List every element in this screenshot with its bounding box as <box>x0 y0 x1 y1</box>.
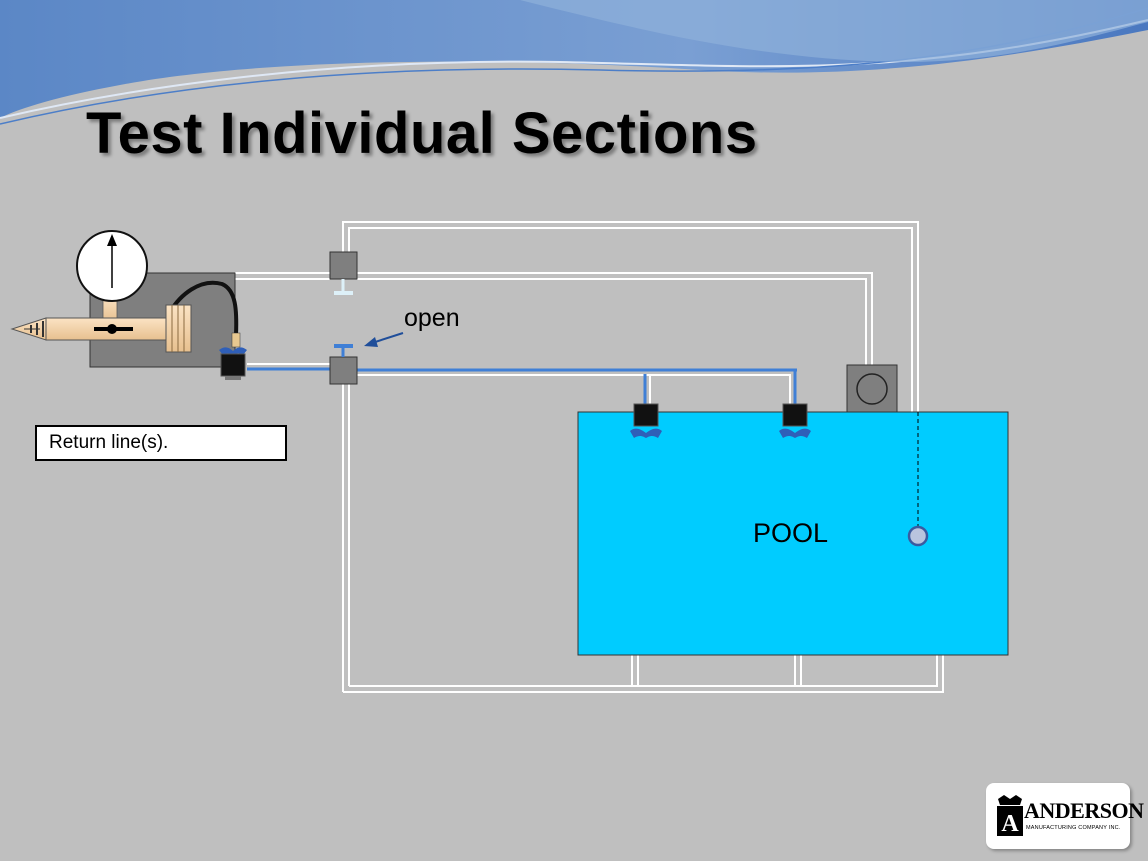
slide-title: Test Individual Sections <box>86 101 758 166</box>
pipe-network <box>235 221 944 693</box>
return-plug-1 <box>630 403 662 438</box>
main-drain-fitting <box>907 525 929 547</box>
return-line-pressurized <box>247 363 797 404</box>
return-plug-2 <box>779 403 811 438</box>
lower-valve-open <box>329 344 358 385</box>
logo-name: ANDERSON <box>1024 798 1144 823</box>
header-wave <box>0 0 1148 125</box>
anderson-logo: A ANDERSON MANUFACTURING COMPANY INC. <box>986 783 1144 849</box>
pool <box>577 411 1009 656</box>
logo-subtitle: MANUFACTURING COMPANY INC. <box>1026 825 1121 831</box>
return-line-callout: Return line(s). <box>35 425 287 461</box>
skimmer <box>846 364 898 413</box>
upper-valve-closed <box>329 251 358 295</box>
anderson-logo-icon: A <box>997 795 1023 837</box>
gauge-return-plug <box>219 347 247 380</box>
pool-label: POOL <box>753 518 829 548</box>
test-gauge-assembly <box>10 230 241 368</box>
callout-text: Return line(s). <box>49 432 169 453</box>
open-label: open <box>404 304 460 332</box>
open-arrow <box>364 332 404 347</box>
svg-text:A: A <box>1001 811 1019 837</box>
